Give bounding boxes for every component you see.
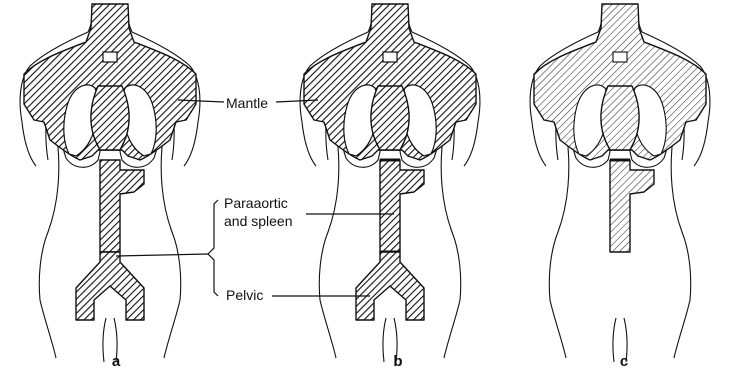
- panel-label-a: a: [112, 353, 121, 370]
- panel-c: [530, 4, 710, 362]
- bracket: [208, 200, 218, 296]
- label-paraaortic-line1: Paraaortic: [224, 195, 288, 211]
- leader-bracket-a: [116, 254, 208, 256]
- panel-a: [20, 4, 200, 362]
- label-mantle: Mantle: [226, 95, 268, 111]
- panel-b: [300, 4, 480, 362]
- panel-label-c: c: [620, 353, 628, 370]
- label-pelvic: Pelvic: [226, 287, 263, 303]
- panel-label-b: b: [393, 353, 402, 370]
- label-paraaortic-line2: and spleen: [224, 213, 293, 229]
